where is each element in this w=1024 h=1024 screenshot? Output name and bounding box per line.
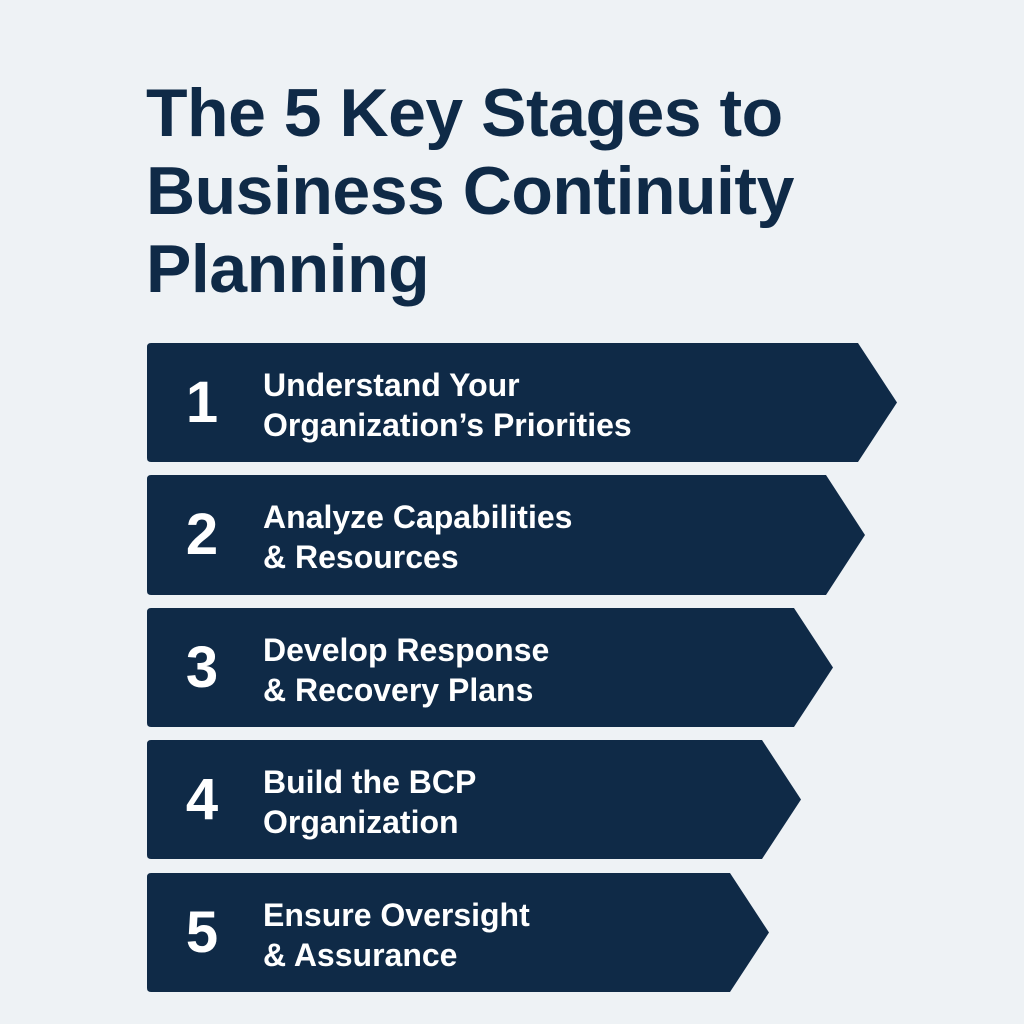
stage-number: 5 bbox=[185, 900, 219, 965]
stage-number: 4 bbox=[185, 767, 219, 832]
stage-number: 2 bbox=[185, 502, 219, 567]
stage-2: 2 Analyze Capabilities& Resources bbox=[147, 475, 866, 595]
arrow-shape bbox=[147, 475, 865, 595]
arrow-shape bbox=[147, 740, 801, 859]
stage-number: 1 bbox=[185, 370, 219, 435]
arrow-shape bbox=[147, 343, 897, 462]
stage-5: 5 Ensure Oversight& Assurance bbox=[147, 873, 770, 992]
stage-number: 3 bbox=[185, 635, 219, 700]
page-title: The 5 Key Stages to Business Continuity … bbox=[146, 75, 794, 307]
stage-label: Ensure Oversight& Assurance bbox=[263, 897, 530, 973]
stage-3: 3 Develop Response& Recovery Plans bbox=[147, 608, 834, 727]
arrow-shape bbox=[147, 608, 833, 727]
arrow-shape bbox=[147, 873, 769, 992]
stage-label: Analyze Capabilities& Resources bbox=[263, 499, 573, 575]
stage-label: Develop Response& Recovery Plans bbox=[263, 632, 550, 708]
